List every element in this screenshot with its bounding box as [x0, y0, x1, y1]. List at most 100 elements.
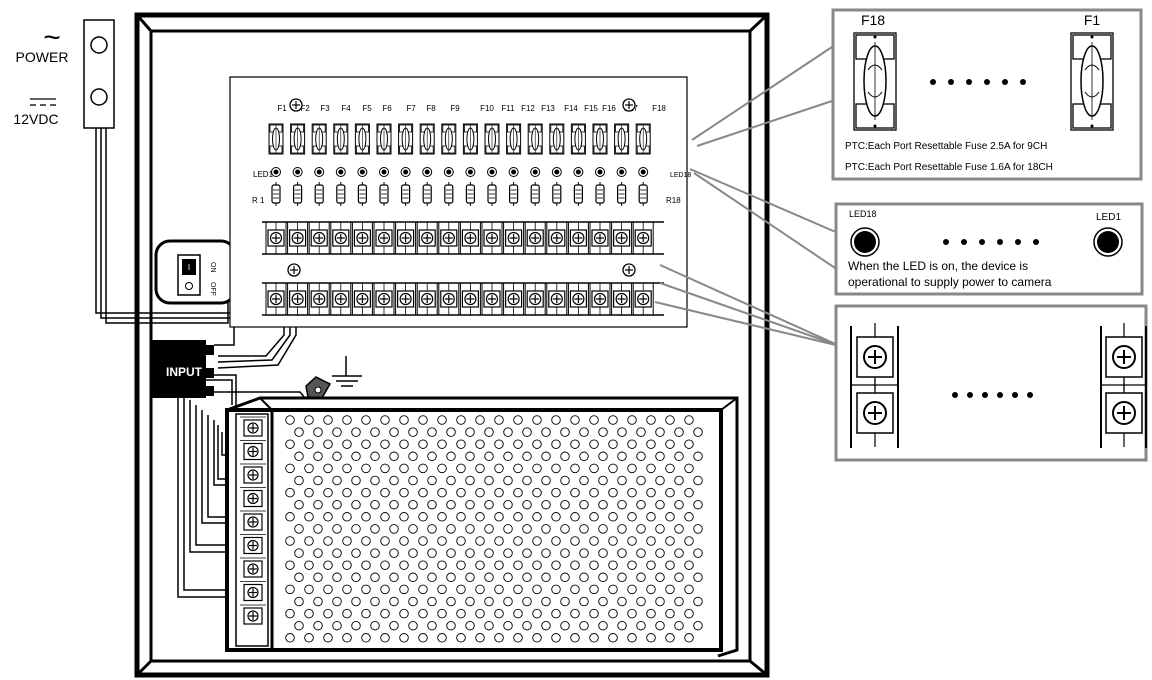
fuse-label: F13: [541, 104, 555, 113]
output-terminal: [416, 282, 438, 316]
vent-hole: [598, 620, 608, 631]
output-terminal: [589, 221, 611, 255]
vent-hole: [446, 596, 456, 607]
output-terminal: [632, 282, 654, 316]
vent-hole: [408, 596, 418, 607]
vent-hole: [342, 439, 352, 449]
led-icon: [338, 169, 344, 175]
vent-hole: [693, 451, 703, 462]
vent-hole: [389, 451, 399, 462]
vent-hole: [427, 548, 437, 558]
vent-hole: [456, 536, 466, 546]
resistor: [530, 182, 540, 206]
vent-hole: [513, 560, 523, 570]
ellipsis-dots: [930, 79, 1026, 85]
vent-hole: [323, 633, 333, 643]
vent-hole: [674, 548, 684, 558]
vent-hole: [342, 415, 352, 425]
vent-hole: [655, 620, 665, 631]
vent-hole: [475, 463, 485, 474]
vent-hole: [674, 596, 684, 607]
vent-hole: [551, 536, 561, 546]
vent-hole: [285, 584, 295, 595]
fuse-label: F5: [362, 104, 372, 113]
vent-hole: [579, 524, 589, 534]
vent-hole: [541, 524, 551, 534]
vent-hole: [399, 463, 409, 474]
vent-hole: [437, 415, 447, 425]
power-connector-block: [83, 19, 115, 129]
fuse-label: F16: [602, 104, 616, 113]
vent-hole: [437, 560, 447, 570]
vent-hole: [475, 487, 485, 498]
fuse-label: F11: [501, 104, 515, 113]
vent-hole: [551, 487, 561, 498]
vent-hole: [342, 608, 352, 619]
vent-hole: [418, 608, 428, 619]
vent-hole: [627, 560, 637, 570]
output-terminal: [265, 282, 287, 316]
fuse: [311, 123, 327, 155]
vent-hole: [304, 439, 314, 449]
vent-hole: [627, 633, 637, 643]
vent-hole: [655, 475, 665, 486]
vent-hole: [494, 560, 504, 570]
vent-hole: [560, 499, 570, 510]
vent-hole: [285, 560, 295, 570]
vent-hole: [513, 633, 523, 643]
power-socket-dc: [90, 88, 108, 106]
fuse: [333, 123, 349, 155]
vent-hole: [361, 415, 371, 425]
vent-hole: [342, 633, 352, 643]
led-icon: [532, 169, 538, 175]
vent-hole: [655, 572, 665, 583]
fuse-label: F9: [450, 104, 460, 113]
vent-hole: [370, 524, 380, 534]
vent-hole: [446, 572, 456, 583]
vent-hole: [389, 427, 399, 437]
vent-hole: [570, 463, 580, 474]
vent-hole: [655, 596, 665, 607]
vent-hole: [294, 548, 304, 558]
output-terminal: [438, 221, 460, 255]
vent-hole: [294, 475, 304, 486]
vent-hole: [579, 451, 589, 462]
vent-hole: [465, 427, 475, 437]
vent-hole: [494, 463, 504, 474]
vent-hole: [579, 572, 589, 583]
vent-hole: [332, 475, 342, 486]
vent-hole: [608, 560, 618, 570]
vent-hole: [389, 499, 399, 510]
fuse: [354, 123, 370, 155]
vent-hole: [484, 548, 494, 558]
vent-hole: [693, 572, 703, 583]
vent-hole: [427, 427, 437, 437]
vent-hole: [503, 451, 513, 462]
led-icon: [424, 169, 430, 175]
output-terminal: [330, 282, 352, 316]
vent-hole: [399, 487, 409, 498]
vent-hole: [684, 584, 694, 595]
vent-hole: [427, 572, 437, 583]
output-terminal: [546, 282, 568, 316]
vent-hole: [313, 572, 323, 583]
vent-hole: [636, 596, 646, 607]
vent-hole: [494, 439, 504, 449]
vent-hole: [465, 524, 475, 534]
vent-hole: [418, 415, 428, 425]
vent-hole: [608, 487, 618, 498]
vent-hole: [456, 512, 466, 522]
vent-hole: [627, 584, 637, 595]
vent-hole: [380, 463, 390, 474]
vent-hole: [598, 451, 608, 462]
fuse: [462, 123, 478, 155]
vent-hole: [646, 463, 656, 474]
vent-hole: [532, 633, 542, 643]
vent-hole: [617, 620, 627, 631]
vent-hole: [513, 463, 523, 474]
vent-hole: [627, 415, 637, 425]
led-description-line1: When the LED is on, the device is: [848, 259, 1028, 273]
resistor-first-label: R 1: [252, 196, 265, 205]
fuse-label: F1: [277, 104, 287, 113]
vent-hole: [399, 415, 409, 425]
